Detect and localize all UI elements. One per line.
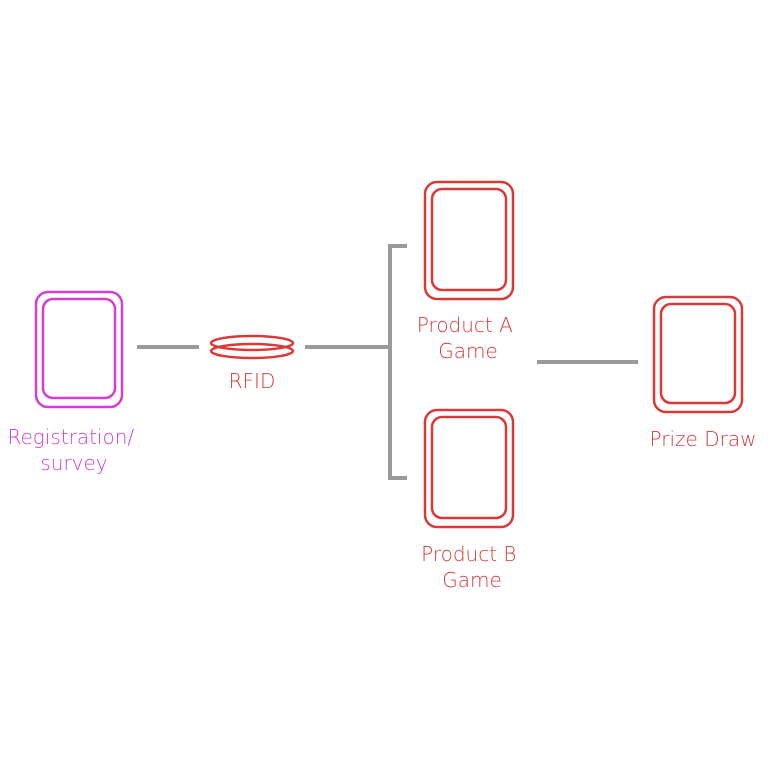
product-a-label-line2: Game <box>438 339 498 363</box>
product-a-label: Product A Game <box>417 313 519 363</box>
product-b-label-line2: Game <box>442 568 502 592</box>
rfid-ring-icon <box>209 334 295 360</box>
node-product-a: Product A Game <box>417 180 519 363</box>
tablet-icon <box>34 290 124 409</box>
product-b-label: Product B Game <box>421 542 523 592</box>
tablet-icon <box>652 295 744 414</box>
registration-label-line1: Registration/ <box>7 425 134 449</box>
tablet-icon <box>423 408 515 529</box>
node-prize-draw: Prize Draw <box>650 295 757 451</box>
prize-draw-label: Prize Draw <box>650 427 757 451</box>
registration-label-line2: survey <box>40 451 107 475</box>
connectors <box>137 244 638 480</box>
node-registration: Registration/ survey <box>7 290 140 475</box>
rfid-label: RFID <box>229 369 276 393</box>
node-product-b: Product B Game <box>421 408 523 592</box>
product-b-label-line1: Product B <box>421 542 516 566</box>
connector-branch-bracket <box>388 244 407 480</box>
registration-label: Registration/ survey <box>7 425 140 475</box>
node-rfid: RFID <box>209 334 295 393</box>
tablet-icon <box>423 180 515 301</box>
product-a-label-line1: Product A <box>417 313 513 337</box>
